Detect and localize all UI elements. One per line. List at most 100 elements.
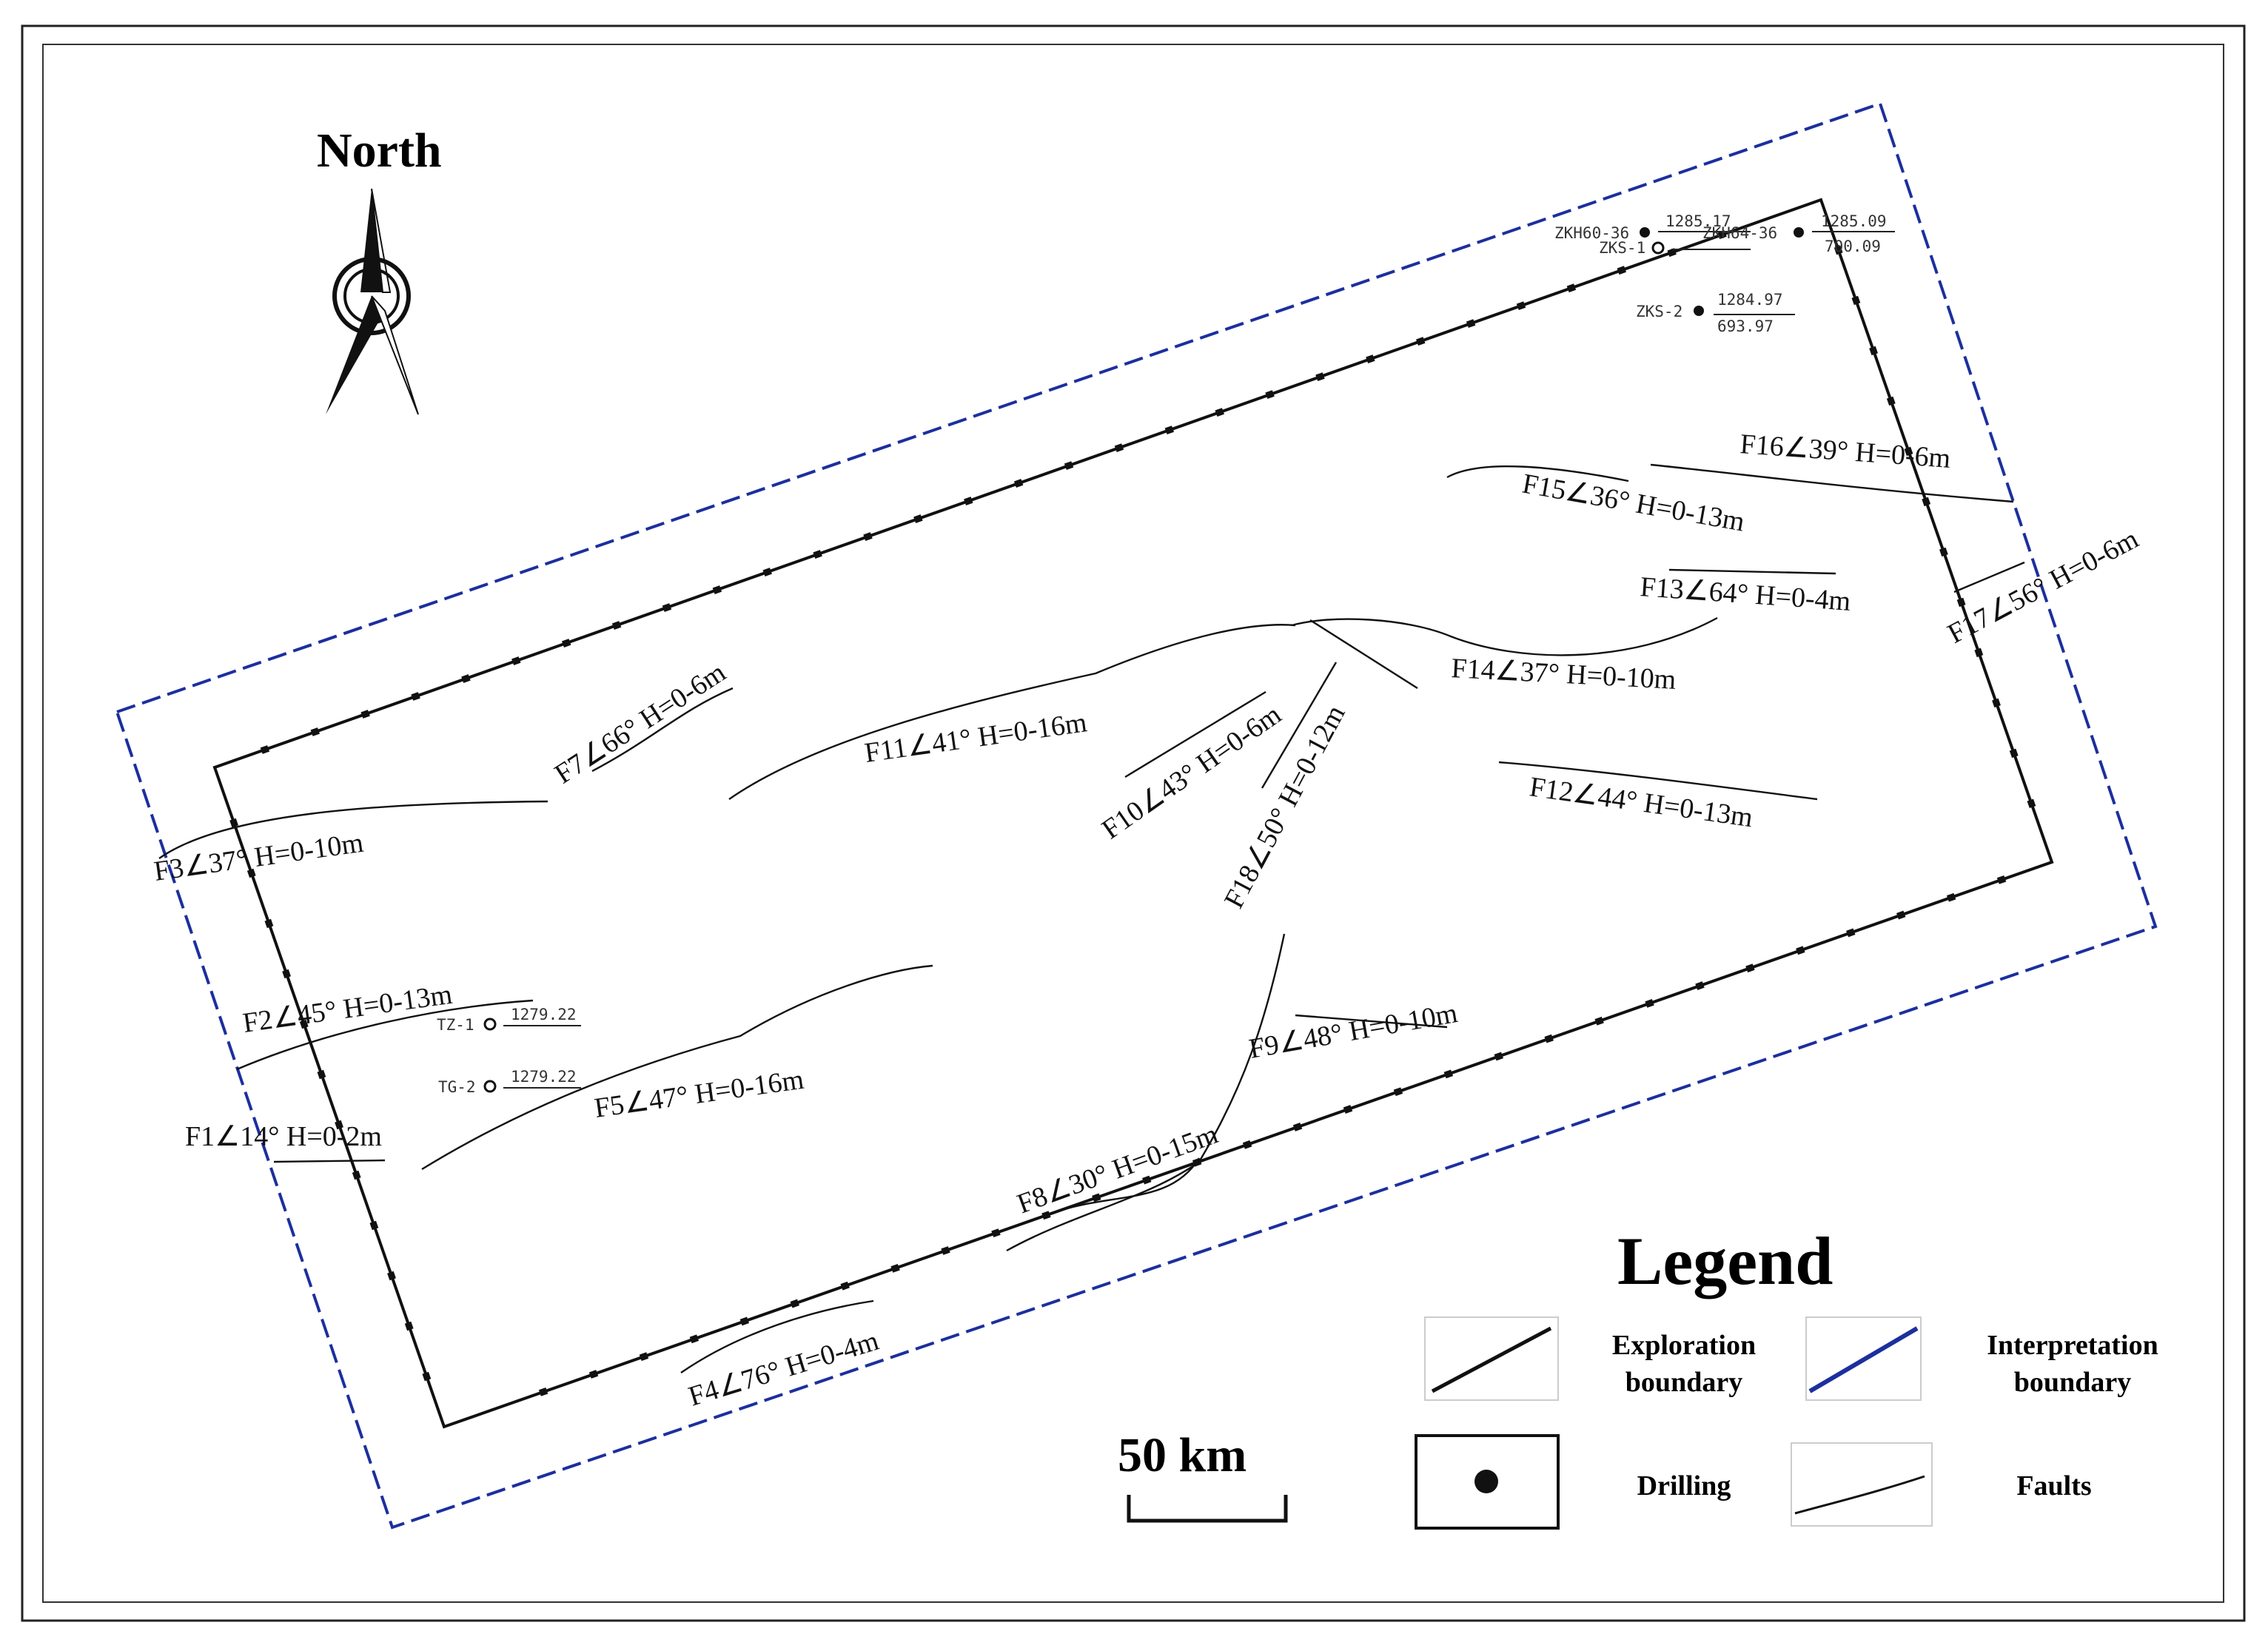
- fault-symbol-icon: [1794, 1475, 1925, 1515]
- fault-label-f12: F12∠44° H=0-13m: [1528, 771, 1755, 833]
- boundary-tick: [639, 1352, 649, 1362]
- boundary-tick: [913, 514, 923, 523]
- boundary-tick: [422, 1371, 432, 1382]
- well-name: ZKS-2: [1636, 303, 1682, 320]
- well-name: ZKH60-36: [1554, 224, 1629, 242]
- fault-line-f8-branch: [1050, 1157, 1201, 1215]
- fault-line-f16: [1650, 463, 2014, 503]
- boundary-tick: [662, 603, 672, 612]
- fault-line-f3: [158, 800, 548, 859]
- fault-label-f15: F15∠36° H=0-13m: [1520, 468, 1747, 538]
- wells: ZKH60-36 1285.17 ZKS-1 ZKH64-36 1285.09 …: [437, 212, 1895, 1096]
- boundary-tick: [712, 585, 722, 594]
- boundary-tick: [1939, 547, 1948, 557]
- boundary-tick: [2027, 798, 2036, 809]
- fault-line-f14: [1291, 616, 1718, 656]
- legend-swatch-faults: [1791, 1442, 1933, 1527]
- north-label: North: [317, 124, 442, 178]
- legend-exploration-line1: Exploration: [1612, 1330, 1756, 1361]
- boundary-tick: [1617, 266, 1626, 275]
- boundary-tick: [1922, 497, 1931, 507]
- boundary-tick: [1366, 354, 1375, 364]
- boundary-tick: [335, 1120, 343, 1130]
- fault-label-f16: F16∠39° H=0-6m: [1739, 428, 1951, 474]
- boundary-tick: [739, 1316, 750, 1326]
- legend-interpretation-line1: Interpretation: [1987, 1330, 2158, 1361]
- boundary-tick: [813, 550, 822, 559]
- boundary-tick: [369, 1220, 379, 1231]
- well-top: 1285.09: [1821, 212, 1887, 230]
- fault-label-f14: F14∠37° H=0-10m: [1451, 653, 1677, 696]
- boundary-tick: [689, 1334, 699, 1344]
- exploration-boundary: [212, 198, 2054, 1429]
- legend-drilling-label: Drilling: [1637, 1470, 1731, 1501]
- boundary-tick: [1974, 648, 1984, 658]
- boundary-tick: [282, 969, 291, 979]
- fault-line-f7: [591, 687, 734, 773]
- fault-label-f11: F11∠41° H=0-16m: [862, 707, 1088, 769]
- boundary-tick: [387, 1271, 396, 1281]
- well-tz-1: TZ-1 1279.22: [437, 1006, 581, 1034]
- boundary-tick: [1114, 443, 1124, 453]
- scale-bar: 50 km: [1118, 1428, 1288, 1523]
- boundary-tick: [538, 1387, 548, 1396]
- boundary-tick: [1996, 875, 2007, 884]
- fault-line-f2: [236, 999, 534, 1071]
- boundary-tick: [360, 710, 370, 719]
- boundary-tick: [1745, 963, 1755, 973]
- boundary-tick: [1092, 1193, 1101, 1203]
- well-zkh60-36: ZKH60-36 1285.17: [1554, 212, 1751, 242]
- drill-hole-icon: [1474, 1470, 1498, 1493]
- well-zks-2: ZKS-2 1284.97 693.97: [1636, 291, 1795, 335]
- compass-needle-icon: [326, 188, 419, 415]
- fault-line-f4: [680, 1299, 874, 1373]
- boundary-tick: [1956, 597, 1966, 608]
- north-arrow: North: [317, 124, 442, 415]
- boundary-tick: [1494, 1052, 1503, 1061]
- boundary-tick: [1466, 319, 1476, 329]
- boundary-tick: [1645, 999, 1654, 1008]
- fault-line-f14-branch: [1309, 619, 1418, 690]
- well-bottom: 700.09: [1825, 238, 1881, 255]
- inner-frame: [42, 44, 2224, 1603]
- fault-label-f3: F3∠37° H=0-10m: [152, 827, 365, 887]
- fault-line-f10: [1124, 690, 1266, 778]
- fault-label-f7: F7∠66° H=0-6m: [549, 656, 731, 790]
- boundary-tick: [2009, 748, 2019, 759]
- boundary-tick: [1164, 426, 1175, 435]
- boundary-tick: [611, 621, 622, 630]
- fault-label-f4: F4∠76° H=0-4m: [685, 1325, 882, 1413]
- boundary-tick: [1343, 1105, 1353, 1114]
- boundary-tick: [1265, 390, 1275, 400]
- boundary-tick: [511, 656, 521, 665]
- boundary-tick: [1992, 698, 2001, 708]
- boundary-tick: [1846, 928, 1856, 938]
- well-top: 1279.22: [511, 1068, 577, 1086]
- legend-faults-label: Faults: [2016, 1470, 2091, 1501]
- boundary-tick: [1886, 396, 1896, 406]
- fault-label-f1: F1∠14° H=0-2m: [185, 1121, 382, 1152]
- boundary-tick: [1041, 1211, 1051, 1220]
- boundary-tick: [840, 1281, 850, 1291]
- boundary-tick: [404, 1321, 414, 1331]
- fault-line-f1: [273, 1159, 386, 1163]
- scale-bar-label: 50 km: [1118, 1428, 1247, 1482]
- well-top: 1279.22: [511, 1006, 577, 1023]
- boundary-tick: [1242, 1140, 1252, 1149]
- boundary-tick: [461, 674, 471, 683]
- boundary-tick: [762, 568, 772, 576]
- boundary-tick: [1215, 408, 1224, 417]
- fault-line-f13: [1668, 568, 1836, 575]
- boundary-tick: [411, 692, 420, 701]
- boundary-tick: [1566, 283, 1577, 293]
- boundary-tick: [1544, 1034, 1554, 1043]
- boundary-tick: [317, 1069, 326, 1080]
- fault-line-f17: [1953, 561, 2025, 593]
- boundary-tick: [264, 918, 274, 929]
- boundary-tick: [991, 1228, 1001, 1238]
- boundary-tick: [1013, 479, 1024, 488]
- legend-exploration-line2: boundary: [1625, 1367, 1742, 1398]
- boundary-tick: [352, 1170, 361, 1180]
- legend: Legend Exploration boundary Interpretati…: [1415, 1223, 2158, 1530]
